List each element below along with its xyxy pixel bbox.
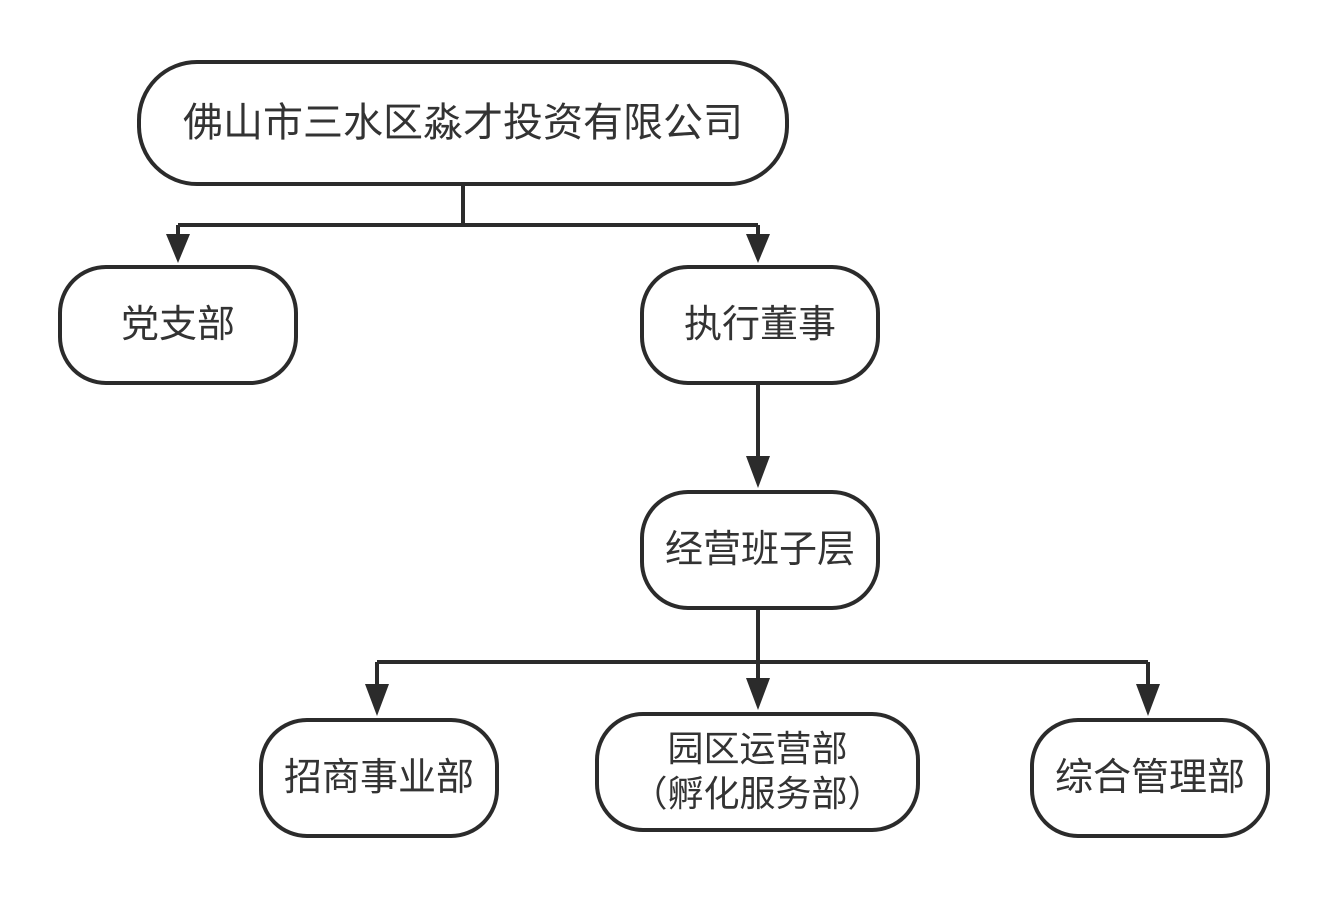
node-park-operations-dept-label: 园区运营部 [667,729,848,770]
node-management-team: 经营班子层 [640,490,880,610]
node-company: 佛山市三水区淼才投资有限公司 [137,60,789,186]
arrowhead-investment-dept [365,684,389,716]
node-company-label: 佛山市三水区淼才投资有限公司 [183,100,743,146]
arrowhead-general-management-dept [1136,684,1160,716]
node-park-operations-dept: 园区运营部 （孵化服务部） [595,712,920,832]
node-general-management-dept-label: 综合管理部 [1054,755,1245,800]
node-park-operations-dept-sublabel: （孵化服务部） [631,774,884,815]
node-party-branch-label: 党支部 [120,302,235,347]
arrowhead-executive-director [746,234,770,263]
node-investment-dept: 招商事业部 [259,718,499,838]
node-management-team-label: 经营班子层 [664,527,855,572]
node-executive-director-label: 执行董事 [683,302,836,347]
arrowhead-park-operations-dept [746,678,770,710]
node-party-branch: 党支部 [58,265,298,385]
node-general-management-dept: 综合管理部 [1030,718,1270,838]
arrowhead-management-team [746,456,770,488]
arrowhead-party-branch [166,234,190,263]
node-executive-director: 执行董事 [640,265,880,385]
node-investment-dept-label: 招商事业部 [283,755,474,800]
